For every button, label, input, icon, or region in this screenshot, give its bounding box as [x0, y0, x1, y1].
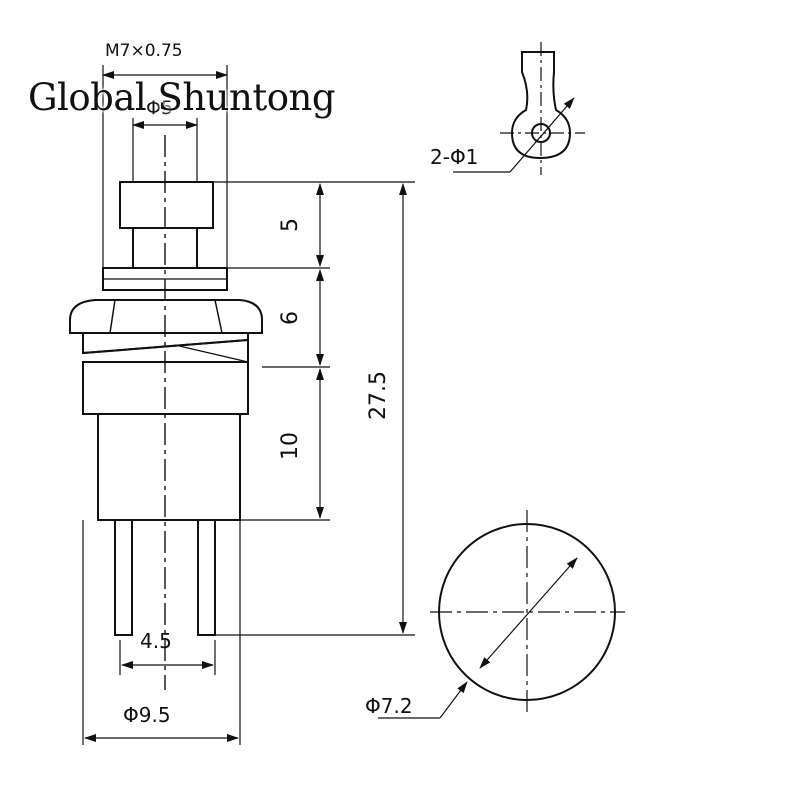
label-dim-27-5: 27.5 [366, 371, 391, 420]
hex-nut [69, 299, 263, 334]
terminal-left [114, 519, 133, 636]
label-terminal-hole: 2-Φ1 [430, 145, 478, 169]
terminal-right [197, 519, 216, 636]
terminal-lug-detail [510, 51, 572, 160]
label-dim-10: 10 [278, 432, 303, 460]
dim-line-7-2 [479, 557, 578, 669]
label-thread-partial: Φ5 [146, 97, 173, 119]
plunger-cap [119, 181, 214, 229]
label-dim-4-5: 4.5 [140, 629, 172, 653]
housing-body [97, 413, 241, 521]
label-thread: M7×0.75 [105, 41, 183, 61]
label-dim-7-2: Φ7.2 [365, 694, 413, 718]
label-dim-5: 5 [278, 218, 303, 232]
label-dim-6: 6 [278, 311, 303, 325]
label-dim-9-5: Φ9.5 [123, 703, 171, 727]
watermark-text: Global Shuntong [28, 76, 336, 119]
